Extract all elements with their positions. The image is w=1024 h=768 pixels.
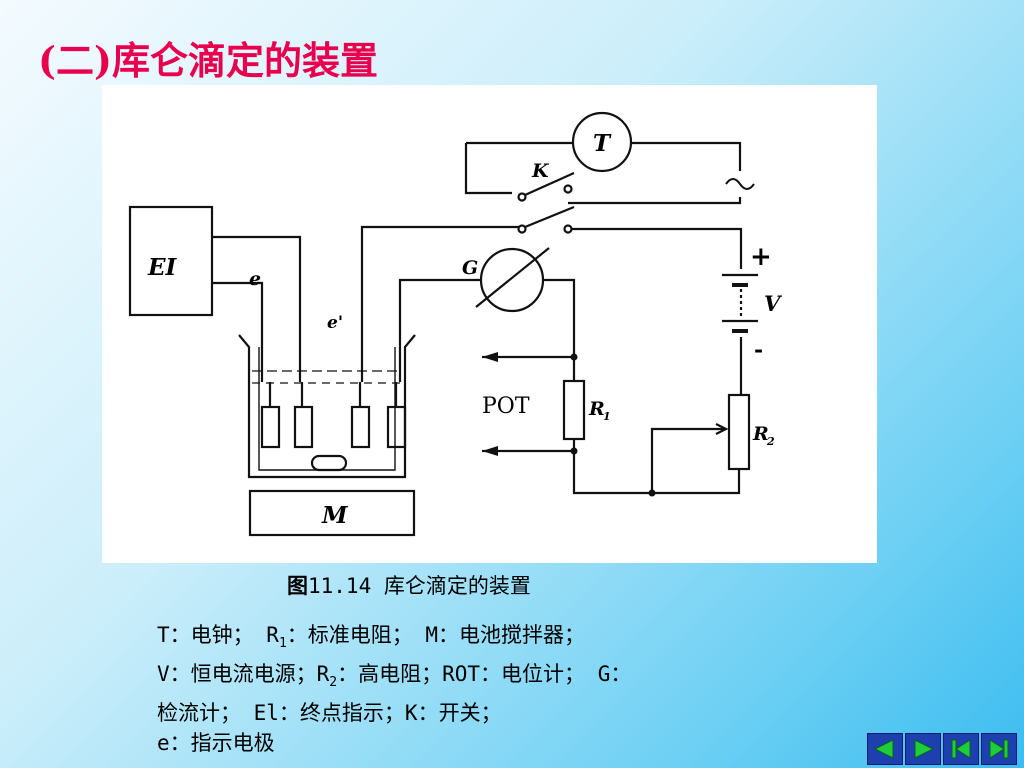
last-icon bbox=[989, 739, 1009, 759]
legend-line: 检流计； El：终点指示；K：开关； bbox=[157, 701, 502, 726]
last-button[interactable] bbox=[981, 733, 1017, 765]
switch-contact bbox=[517, 192, 527, 202]
junction-dot bbox=[648, 489, 656, 497]
label-EI: EI bbox=[147, 254, 178, 281]
stirrer-box bbox=[248, 489, 416, 537]
prev-button[interactable] bbox=[867, 733, 903, 765]
galvanometer-needle bbox=[475, 247, 550, 308]
label-R2-sub: 2 bbox=[766, 435, 775, 448]
pot-arrow bbox=[482, 446, 498, 456]
switch-blade bbox=[524, 171, 575, 197]
switch-contact bbox=[563, 184, 573, 194]
label-R1: R bbox=[588, 398, 605, 420]
clock-circle bbox=[571, 111, 633, 173]
r2-wiper bbox=[650, 427, 724, 493]
next-button[interactable] bbox=[905, 733, 941, 765]
label-K: K bbox=[531, 160, 550, 182]
top-loop-wire bbox=[464, 143, 512, 195]
r1-wire-bottom bbox=[572, 439, 652, 495]
diagram-svg: T K EI e e' G V + - POT R 1 R 2 M bbox=[128, 111, 783, 537]
electrode bbox=[386, 405, 407, 449]
first-icon bbox=[951, 739, 971, 759]
legend-text: V：恒电流电源；R bbox=[157, 662, 330, 687]
label-e-prime: e' bbox=[327, 313, 343, 333]
legend-text: ：标准电阻； M：电池搅拌器； bbox=[286, 623, 586, 647]
g-wire-left bbox=[398, 278, 480, 382]
ei-box bbox=[128, 205, 214, 317]
ac-wire bbox=[568, 197, 742, 205]
electrode bbox=[293, 405, 314, 449]
switch-contact bbox=[517, 224, 527, 234]
figure-caption: 图11.14 库仑滴定的装置 bbox=[287, 570, 531, 600]
r1-resistor bbox=[562, 379, 586, 441]
label-G: G bbox=[462, 257, 478, 279]
wire-to-switch bbox=[360, 225, 519, 382]
legend-text: ：高电阻；ROT：电位计； G： bbox=[337, 662, 632, 687]
apparatus-diagram: T K EI e e' G V + - POT R 1 R 2 M bbox=[102, 85, 877, 563]
legend-sub: 1 bbox=[278, 636, 287, 652]
electrode bbox=[260, 405, 281, 449]
junction-dot bbox=[570, 353, 578, 361]
next-icon bbox=[914, 739, 935, 759]
stir-bar bbox=[310, 454, 348, 472]
slide-navigation bbox=[867, 733, 1017, 765]
r2-wire-bottom bbox=[652, 469, 741, 495]
label-V: V bbox=[764, 291, 783, 316]
label-T: T bbox=[593, 130, 612, 157]
beaker bbox=[238, 334, 416, 479]
legend-line: T：电钟； R1：标准电阻； M：电池搅拌器； bbox=[157, 620, 817, 659]
wire-switch-battery bbox=[571, 227, 743, 269]
label-R2: R bbox=[752, 423, 769, 445]
ei-wire-1 bbox=[212, 235, 302, 382]
junction-dot bbox=[570, 447, 578, 455]
figure-legend: T：电钟； R1：标准电阻； M：电池搅拌器； V：恒电流电源；R2：高电阻；R… bbox=[157, 620, 817, 758]
caption-label: 图 bbox=[287, 574, 308, 598]
label-plus: + bbox=[750, 242, 772, 272]
prev-icon bbox=[873, 739, 894, 759]
g-wire-right bbox=[543, 278, 576, 357]
first-button[interactable] bbox=[943, 733, 979, 765]
legend-line: e：指示电极 bbox=[157, 731, 275, 756]
top-wire-right bbox=[632, 141, 742, 171]
label-POT: POT bbox=[482, 394, 530, 419]
legend-line: V：恒电流电源；R2：高电阻；ROT：电位计； G： bbox=[157, 659, 817, 698]
label-minus: - bbox=[754, 337, 763, 363]
galvanometer-circle bbox=[479, 247, 545, 313]
switch-blade bbox=[524, 205, 575, 229]
switch-contact bbox=[563, 224, 573, 234]
slide-title: (二)库仑滴定的装置 bbox=[38, 38, 378, 83]
r2-wiper-arrow bbox=[715, 423, 729, 435]
legend-sub: 2 bbox=[329, 675, 338, 691]
label-e: e bbox=[249, 268, 261, 290]
ei-wire-2 bbox=[212, 281, 264, 382]
r2-resistor bbox=[727, 393, 751, 471]
label-R1-sub: 1 bbox=[603, 410, 611, 423]
pot-arrow bbox=[482, 352, 498, 362]
legend-text: T：电钟； R bbox=[157, 623, 279, 647]
caption-text: 11.14 库仑滴定的装置 bbox=[308, 574, 531, 598]
label-M: M bbox=[321, 502, 349, 529]
ac-source-icon bbox=[725, 178, 755, 190]
electrode bbox=[350, 405, 371, 449]
